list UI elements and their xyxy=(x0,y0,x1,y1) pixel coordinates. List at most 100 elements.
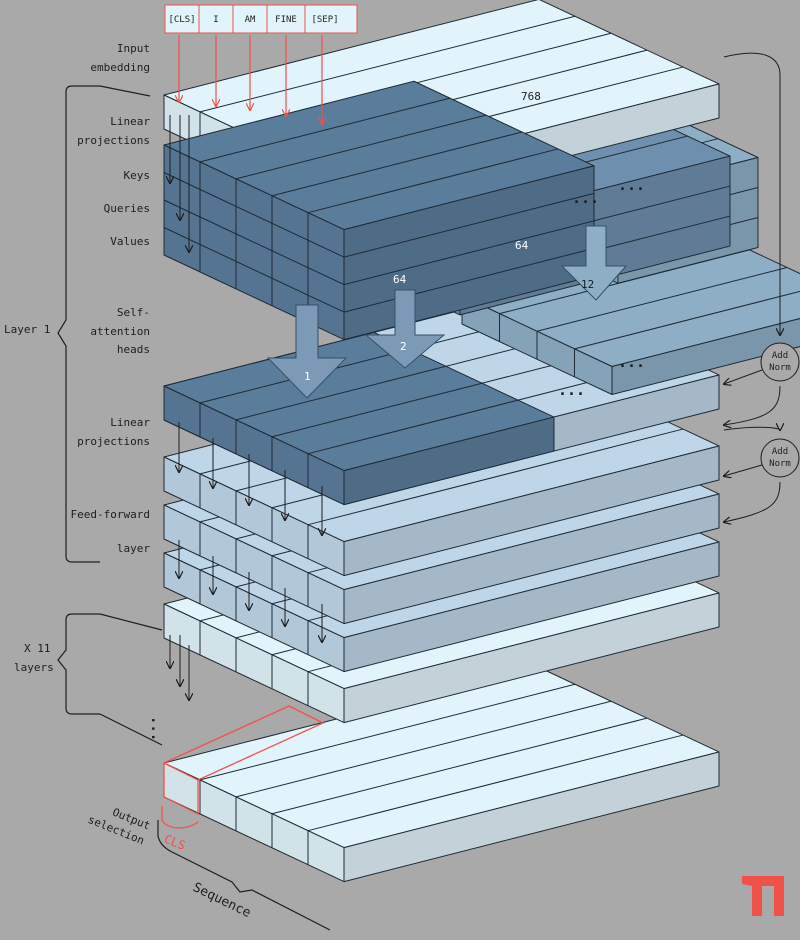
head-label-1: 1 xyxy=(304,370,311,383)
head-arrow-12 xyxy=(560,225,628,301)
token-row: [CLS] I AM FINE [SEP] xyxy=(164,4,358,124)
token-fine: FINE xyxy=(266,4,306,34)
slab-top-divider xyxy=(271,382,483,438)
add-norm-1: Add Norm xyxy=(760,342,800,382)
projection-arrows xyxy=(170,115,189,252)
slab-side-row-divider xyxy=(343,220,595,286)
label-self-attention-2: attention xyxy=(90,325,150,338)
slab-top-divider xyxy=(235,365,447,421)
addnorm2-out xyxy=(724,481,781,522)
ellipsis-heads-d: ... xyxy=(558,381,585,399)
head-12-slab xyxy=(461,231,800,395)
slab-top-divider xyxy=(199,683,576,781)
head-dim-back-label: 64 xyxy=(515,239,529,252)
embedding-dim-label: 768 xyxy=(521,90,541,103)
cls-highlight-top xyxy=(163,705,325,781)
slab-row-divider xyxy=(163,199,345,286)
residual-paths xyxy=(723,52,781,522)
layer-1-bracket xyxy=(57,85,100,563)
label-input-embedding-1: Input xyxy=(117,42,150,55)
slab-side-row-divider xyxy=(343,192,595,258)
label-feed-forward-2: layer xyxy=(117,542,150,555)
logo-icon xyxy=(742,876,784,916)
token-am: AM xyxy=(232,4,268,34)
svg-text:FINE: FINE xyxy=(275,15,297,25)
output-selection-label: Output selection xyxy=(86,806,152,848)
residual-path-2 xyxy=(723,427,780,430)
label-keys: Keys xyxy=(124,169,151,182)
add-norm-2: Add Norm xyxy=(760,438,800,478)
head-arrow-1 xyxy=(266,304,348,399)
addnorm1-to-slab xyxy=(724,369,763,384)
output-slab xyxy=(163,666,720,883)
label-values: Values xyxy=(110,235,150,248)
svg-text:Norm: Norm xyxy=(769,459,791,469)
slab-front-face xyxy=(163,385,345,506)
svg-text:AM: AM xyxy=(245,15,256,25)
residual-path-1 xyxy=(723,52,780,335)
slab-top-divider xyxy=(271,131,523,197)
slab-row-divider xyxy=(163,227,345,313)
label-feed-forward-1: Feed-forward xyxy=(71,508,150,521)
x11-bracket-ends xyxy=(99,613,163,746)
cls-brace xyxy=(161,806,199,829)
slab-front-face xyxy=(163,552,345,673)
label-linear-projections-2b: projections xyxy=(77,435,150,448)
svg-text:Add: Add xyxy=(772,351,788,361)
label-linear-projections-1a: Linear xyxy=(110,115,150,128)
cls-highlight-front xyxy=(163,761,199,816)
ellipsis-layers: ... xyxy=(148,716,164,741)
x11-bracket xyxy=(57,613,100,715)
label-queries: Queries xyxy=(104,202,150,215)
slab-top-divider xyxy=(199,97,451,163)
slab-top-divider xyxy=(271,717,648,815)
head-label-2: 2 xyxy=(400,340,407,353)
addnorm1-out xyxy=(724,385,781,425)
ellipsis-heads-c: ... xyxy=(618,353,645,371)
head-dim-front-label: 64 xyxy=(393,273,407,286)
label-linear-projections-2a: Linear xyxy=(110,416,150,429)
svg-text:I: I xyxy=(213,15,218,25)
svg-text:[SEP]: [SEP] xyxy=(311,15,338,25)
slab-top-divider xyxy=(536,267,788,332)
label-linear-projections-1b: projections xyxy=(77,134,150,147)
sequence-brace xyxy=(157,820,331,931)
label-x11-1: X 11 xyxy=(24,642,51,655)
sequence-label: Sequence xyxy=(190,880,253,921)
slab-top-divider xyxy=(235,114,487,180)
svg-text:Norm: Norm xyxy=(769,363,791,373)
slab-front-face xyxy=(163,504,345,625)
layer-1-bracket-end-top xyxy=(99,85,151,97)
ellipsis-heads-a: ... xyxy=(618,176,645,194)
ff-arrows xyxy=(179,540,322,642)
slab-top-divider xyxy=(307,399,519,455)
label-layer-1: Layer 1 xyxy=(4,323,50,336)
slab-side-row-divider xyxy=(343,247,595,313)
output-slab-shape xyxy=(163,666,720,883)
label-input-embedding-2: embedding xyxy=(90,61,150,74)
slab-top-divider xyxy=(307,734,684,832)
lp2-arrows xyxy=(179,422,322,535)
token-cls: [CLS] xyxy=(164,4,200,34)
lp2-dark-slab xyxy=(163,331,555,506)
label-self-attention-3: heads xyxy=(117,343,150,356)
slab-top-divider xyxy=(235,700,612,798)
token-sep: [SEP] xyxy=(304,4,358,34)
ellipsis-heads-b: ... xyxy=(572,189,599,207)
head-arrows: 1 2 12 xyxy=(266,225,628,399)
slab-row-divider xyxy=(163,172,345,258)
slab-top-divider xyxy=(199,15,576,113)
svg-text:Add: Add xyxy=(772,447,788,457)
x11-arrows xyxy=(170,635,189,700)
label-self-attention-1: Self- xyxy=(117,306,150,319)
label-x11-2: layers xyxy=(14,661,54,674)
svg-text:[CLS]: [CLS] xyxy=(168,15,195,25)
head-arrow-2 xyxy=(364,289,446,369)
slab-top-divider xyxy=(307,148,559,214)
slab-top-divider xyxy=(307,428,684,526)
addnorm2-to-slab xyxy=(724,464,763,476)
cls-label: CLS xyxy=(162,832,187,853)
left-labels: Input embedding Linear projections Keys … xyxy=(4,42,150,674)
head-12-shape xyxy=(461,231,800,395)
